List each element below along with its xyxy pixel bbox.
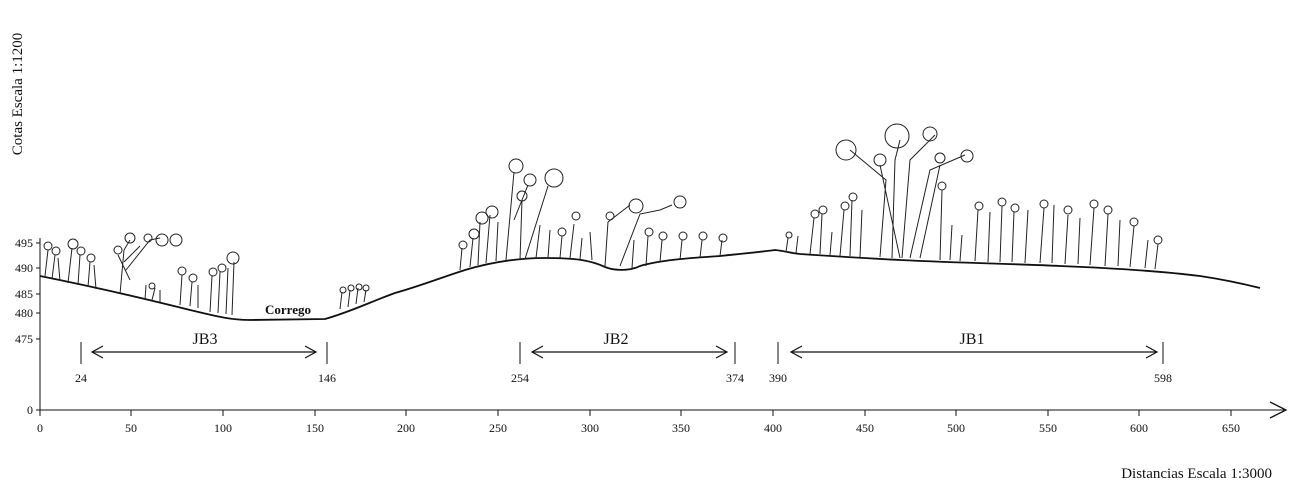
x-tick-label: 450: [856, 421, 874, 435]
x-axis-title: Distancias Escala 1:3000: [1121, 466, 1272, 482]
x-ticks: 0 50 100 150 200 250 300 350 400 450 500…: [37, 410, 1240, 435]
y-tick-label: 490: [15, 261, 33, 275]
x-tick-label: 350: [672, 421, 690, 435]
x-tick-label: 0: [37, 421, 43, 435]
x-tick-label: 400: [764, 421, 782, 435]
stream-label: Corrego: [265, 302, 311, 317]
zone-jb1: JB1 390 598: [769, 331, 1172, 385]
y-ticks: 0 475 480 485 490 495: [15, 236, 40, 417]
zone-start-label: 24: [75, 371, 87, 385]
y-tick-label: 495: [15, 236, 33, 250]
y-tick-label: 0: [27, 403, 33, 417]
zone-start-label: 390: [769, 371, 787, 385]
x-tick-label: 200: [397, 421, 415, 435]
zone-end-label: 146: [318, 371, 336, 385]
zone-arrowheads: [789, 345, 1159, 359]
x-tick-label: 550: [1039, 421, 1057, 435]
x-tick-label: 150: [306, 421, 324, 435]
zone-end-label: 598: [1154, 371, 1172, 385]
y-tick-label: 475: [15, 332, 33, 346]
x-tick-label: 500: [947, 421, 965, 435]
x-tick-label: 300: [581, 421, 599, 435]
zone-jb2: JB2 254 374: [511, 331, 744, 385]
zone-jb3: JB3 24 146: [75, 331, 336, 385]
zone-label: JB3: [193, 331, 218, 348]
zone-label: JB2: [604, 331, 629, 348]
y-tick-label: 480: [15, 306, 33, 320]
x-tick-label: 650: [1222, 421, 1240, 435]
zone-end-label: 374: [726, 371, 744, 385]
zone-arrowheads: [530, 345, 729, 359]
x-tick-label: 600: [1130, 421, 1148, 435]
y-axis-title: Cotas Escala 1:1200: [10, 33, 26, 155]
x-tick-label: 250: [489, 421, 507, 435]
zone-arrowheads: [90, 345, 318, 359]
x-tick-label: 50: [125, 421, 137, 435]
x-axis-arrowhead: [1269, 401, 1288, 419]
zone-label: JB1: [960, 331, 985, 348]
y-tick-label: 485: [15, 287, 33, 301]
vegetation-sketch: [43, 123, 1163, 316]
zone-start-label: 254: [511, 371, 529, 385]
terrain-profile-line: [39, 249, 1261, 321]
x-tick-label: 100: [214, 421, 232, 435]
